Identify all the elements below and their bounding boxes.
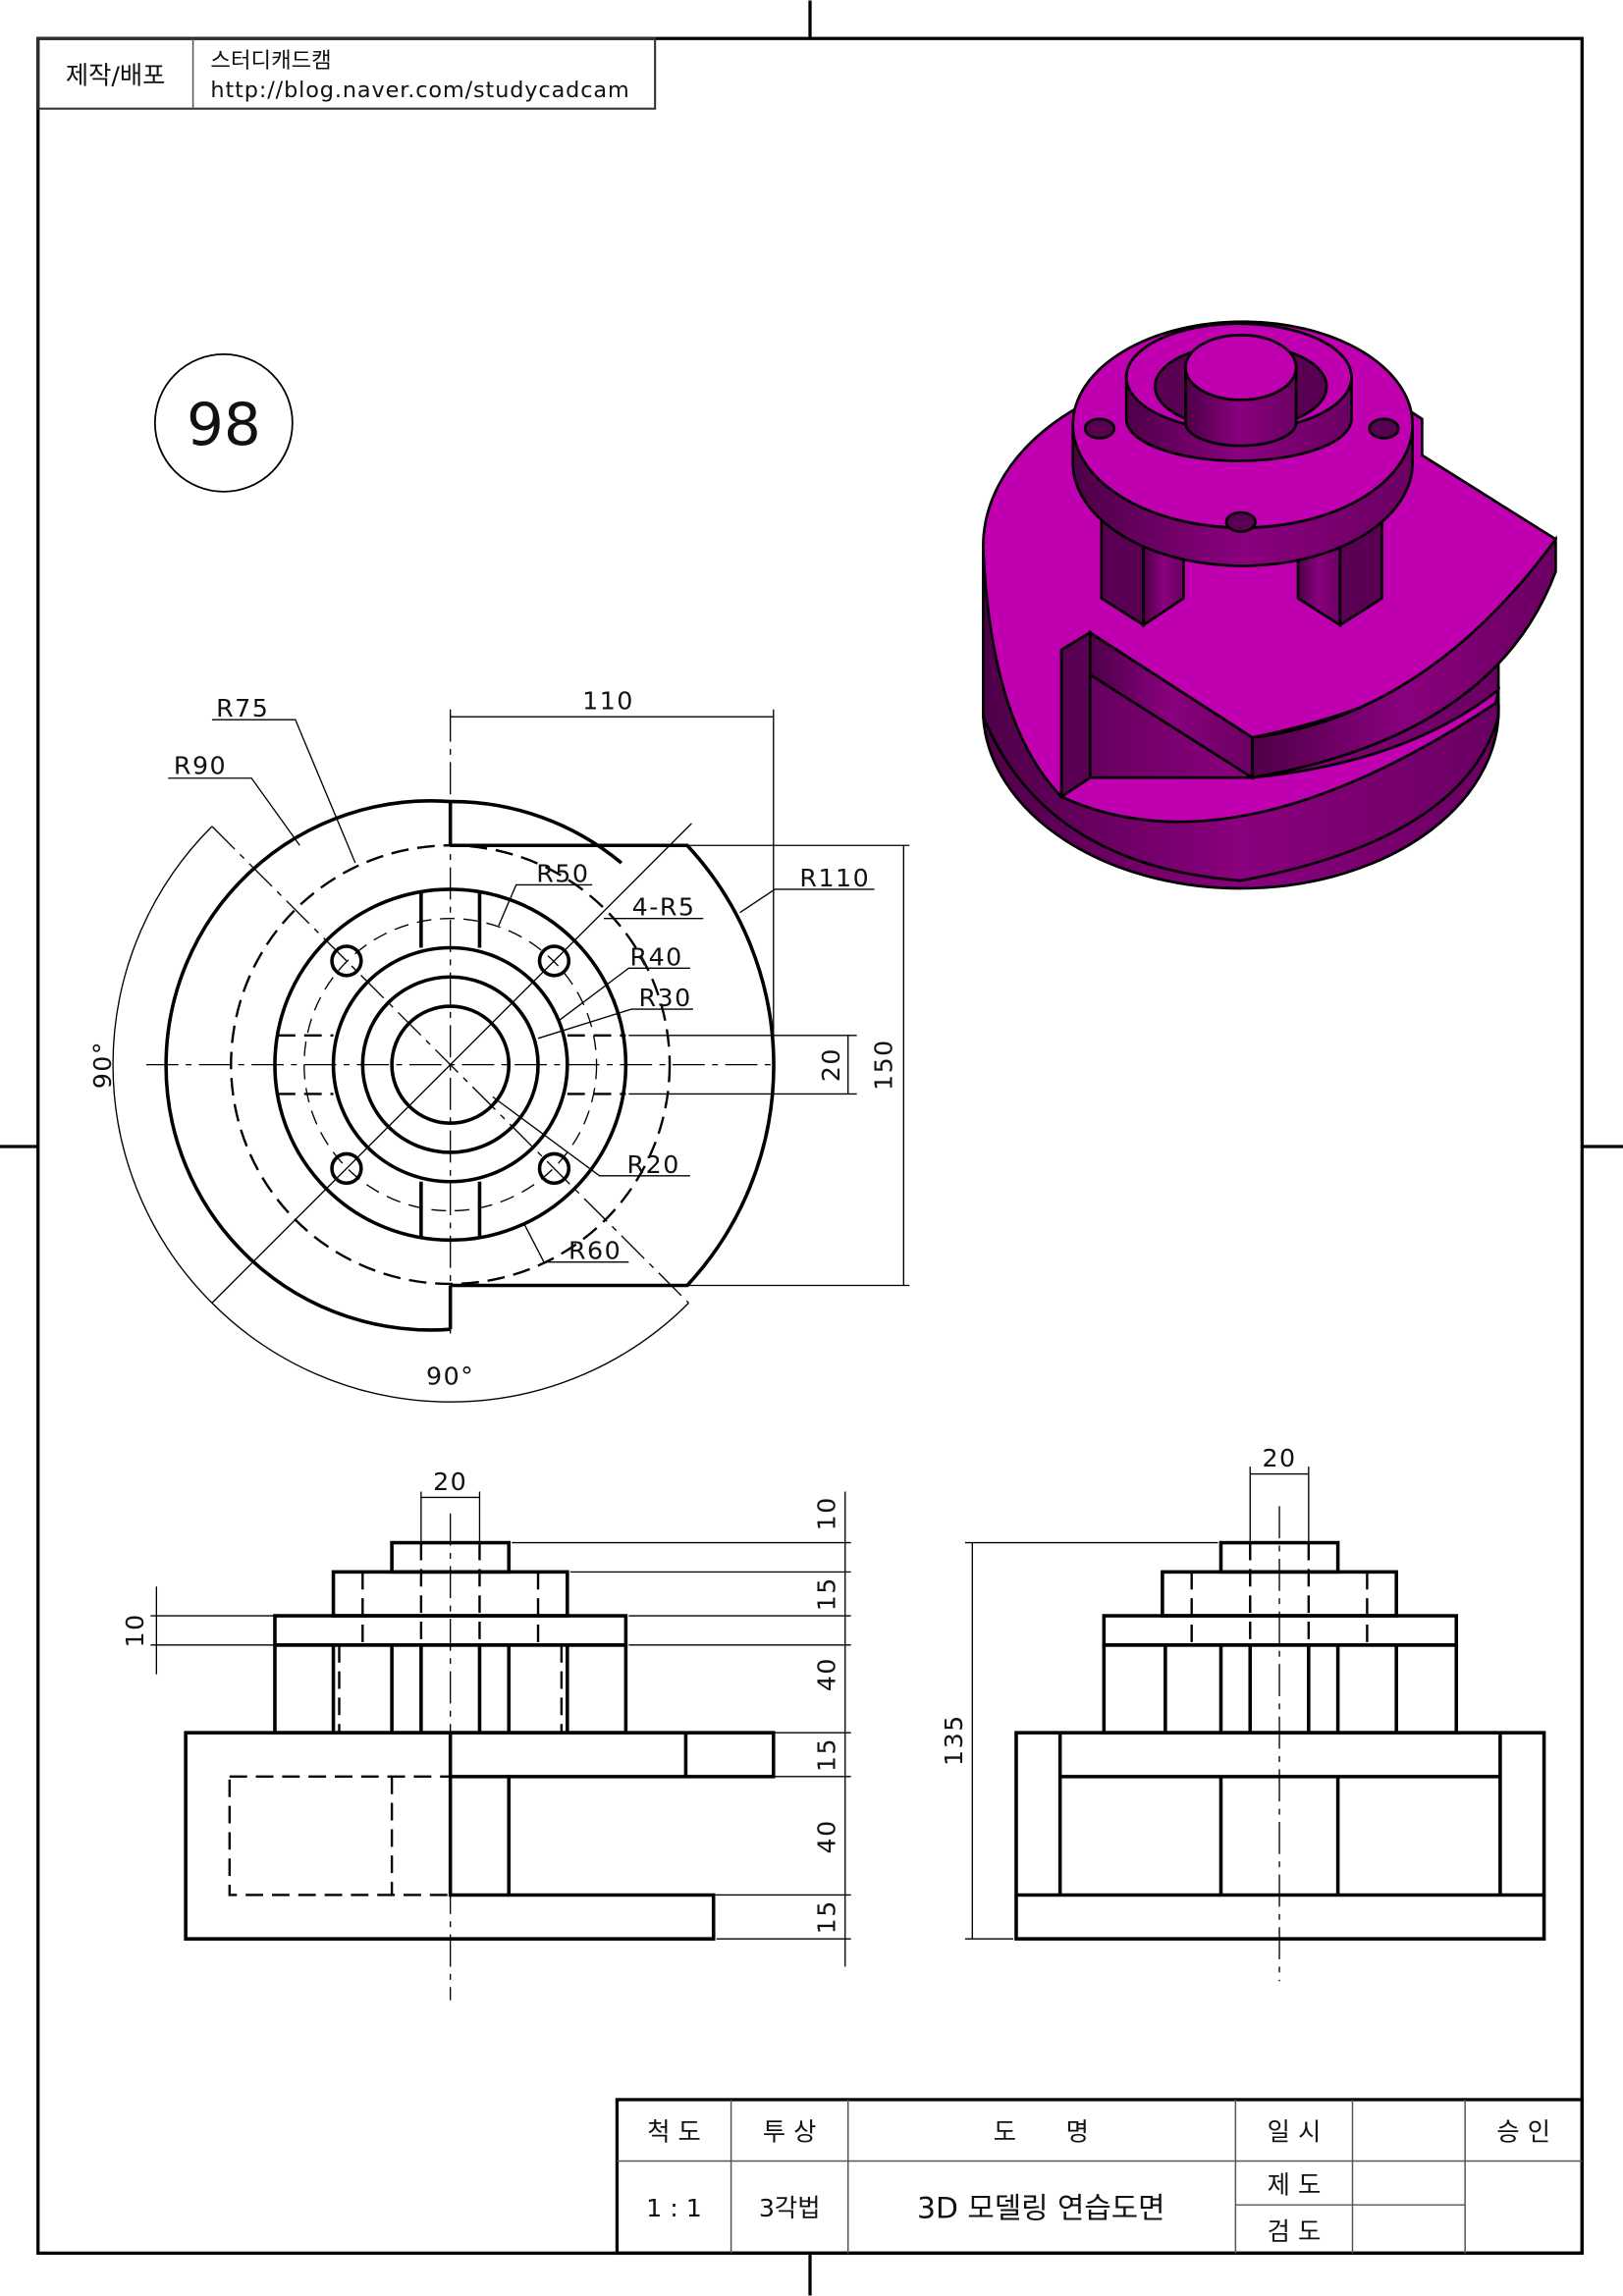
- header-url[interactable]: http://blog.naver.com/studycadcam: [210, 78, 629, 103]
- approval-label: 승 인: [1496, 2118, 1550, 2147]
- bolt-holes: [330, 944, 571, 1186]
- dim-r50: R50: [536, 859, 589, 887]
- front-dim-stack-6: 15: [812, 1899, 840, 1934]
- dim-slot-20: 20: [817, 1047, 845, 1082]
- drawing-name-value: 3D 모델링 연습도면: [917, 2192, 1164, 2226]
- drafted-label: 제 도: [1268, 2170, 1322, 2199]
- drawing-number-badge: 98: [153, 352, 294, 493]
- projection-value: 3각법: [759, 2194, 821, 2222]
- header-label: 제작/배포: [66, 61, 166, 89]
- side-dim-135: 135: [940, 1714, 968, 1766]
- front-dim-stack-3: 40: [812, 1657, 840, 1691]
- front-view: 20 10 10 15 40 15 40 15: [121, 1468, 851, 2001]
- front-dim-10-left: 10: [121, 1613, 149, 1647]
- drawing-name-label: 도 명: [994, 2118, 1089, 2147]
- dim-r75: R75: [216, 694, 269, 722]
- dim-r30: R30: [638, 984, 691, 1012]
- angle-bottom-label: 90°: [426, 1362, 474, 1391]
- date-label: 일 시: [1268, 2118, 1322, 2147]
- drawing-number: 98: [187, 392, 261, 459]
- dim-r60: R60: [568, 1237, 622, 1265]
- side-dim-20: 20: [1262, 1444, 1296, 1472]
- angle-left-label: 90°: [88, 1041, 117, 1089]
- isometric-model: [982, 320, 1558, 890]
- header-author: 스터디캐드캠: [210, 48, 331, 74]
- scale-value: 1 : 1: [646, 2194, 702, 2222]
- author-header: 제작/배포 스터디캐드캠 http://blog.naver.com/study…: [36, 37, 657, 110]
- side-view: 20 135: [940, 1444, 1546, 1982]
- title-block: 척 도 투 상 도 명 일 시 승 인 1 : 1 3각법 3D 모델링 연습도…: [615, 2098, 1584, 2255]
- top-view: 90° 90° R75 R90 R50 4-R5 R40 R30 R20 R60…: [88, 687, 910, 1403]
- dim-4-r5: 4-R5: [632, 893, 696, 922]
- dim-r20: R20: [627, 1150, 680, 1179]
- checked-label: 검 도: [1268, 2217, 1322, 2246]
- front-dim-stack-5: 40: [812, 1819, 840, 1853]
- dim-r110: R110: [799, 864, 870, 892]
- dim-r90: R90: [174, 751, 227, 779]
- front-dim-stack-1: 10: [812, 1496, 840, 1530]
- scale-label: 척 도: [647, 2118, 701, 2147]
- projection-label: 투 상: [763, 2118, 817, 2147]
- dim-r40: R40: [630, 942, 683, 971]
- dim-110: 110: [582, 687, 634, 716]
- front-dim-20: 20: [433, 1468, 467, 1496]
- dim-150: 150: [869, 1039, 897, 1091]
- front-dim-stack-2: 15: [812, 1576, 840, 1611]
- front-dim-stack-4: 15: [812, 1737, 840, 1772]
